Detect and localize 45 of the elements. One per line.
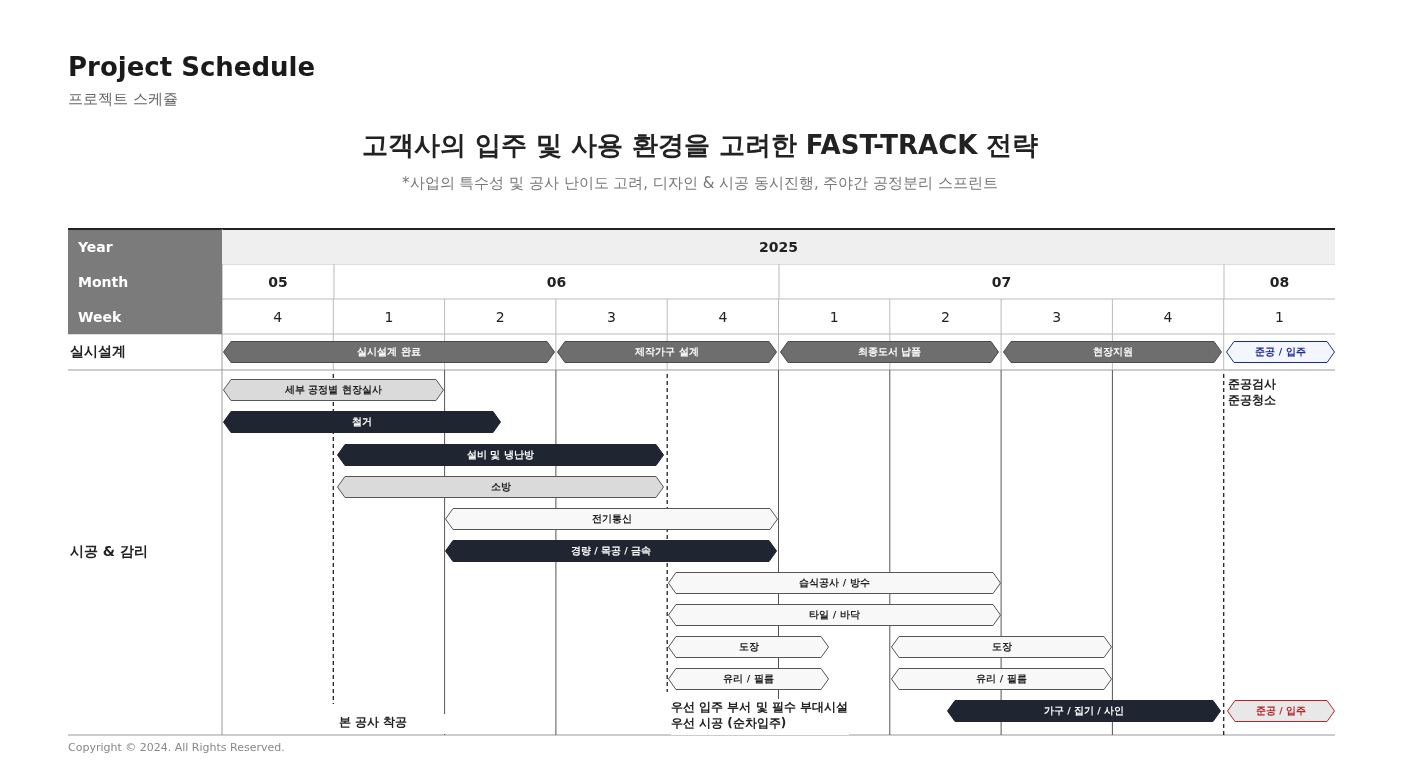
task-bar: 설비 및 냉난방 [337, 444, 664, 466]
milestone-note: 우선 입주 부서 및 필수 부대시설 우선 시공 (순차입주) [671, 699, 849, 735]
header-cell-text: 06 [545, 272, 568, 292]
task-bar: 타일 / 바닥 [668, 604, 1001, 626]
header-cell-text: 4 [717, 307, 729, 327]
header-cell: Month [68, 264, 222, 299]
row-label: 실시설계 [70, 342, 127, 361]
header-cell: Year [68, 230, 222, 264]
task-bar: 철거 [223, 411, 501, 433]
title: Project Schedule [68, 52, 316, 82]
task-bar: 전기통신 [445, 508, 778, 530]
task-bar: 세부 공정별 현장실사 [223, 379, 444, 401]
task-bar: 준공 / 입주 [1227, 700, 1335, 722]
year-cell: 2025 [222, 230, 1335, 264]
task-bar: 제작가구 설계 [557, 341, 777, 363]
header-cell-text: 08 [1268, 272, 1291, 292]
header-cell-text: 2 [494, 307, 506, 327]
task-bar: 습식공사 / 방수 [668, 572, 1001, 594]
heading: 고객사의 입주 및 사용 환경을 고려한 FAST-TRACK 전략 [360, 129, 1040, 162]
task-bar: 준공 / 입주 [1226, 341, 1335, 363]
header-cell-text: 1 [383, 307, 395, 327]
header-cell-text: 4 [1162, 307, 1174, 327]
task-bar: 가구 / 집기 / 사인 [947, 700, 1221, 722]
task-bar: 현장지원 [1003, 341, 1222, 363]
task-bar: 도장 [891, 636, 1112, 658]
task-bar: 도장 [668, 636, 829, 658]
copyright-text: Copyright © 2024. All Rights Reserved. [68, 741, 286, 756]
subtitle: 프로젝트 스케쥴 [68, 90, 179, 110]
header-cell-text: 1 [828, 307, 840, 327]
task-bar: 최종도서 납품 [780, 341, 999, 363]
header-cell: Week [68, 299, 222, 334]
header-cell-text: 2 [940, 307, 951, 327]
row-label: 시공 & 감리 [70, 542, 149, 561]
header-cell-text: 3 [1051, 307, 1063, 327]
note-text: *사업의 특수성 및 공사 난이도 고려, 디자인 & 시공 동시진행, 주야간 공정분리 스프린트 [401, 174, 999, 194]
header-cell-text: 4 [272, 307, 284, 327]
task-bar: 유리 / 필름 [891, 668, 1112, 690]
task-bar: 유리 / 필름 [668, 668, 829, 690]
header-cell-text: 05 [267, 272, 289, 292]
task-bar: 경량 / 목공 / 금속 [445, 540, 777, 562]
task-bar: 소방 [337, 476, 664, 498]
header-cell-text: 07 [990, 272, 1013, 292]
task-bar: 실시설계 완료 [223, 341, 555, 363]
header-cell-text: 3 [606, 307, 617, 327]
header-cell-text: 1 [1273, 307, 1285, 327]
